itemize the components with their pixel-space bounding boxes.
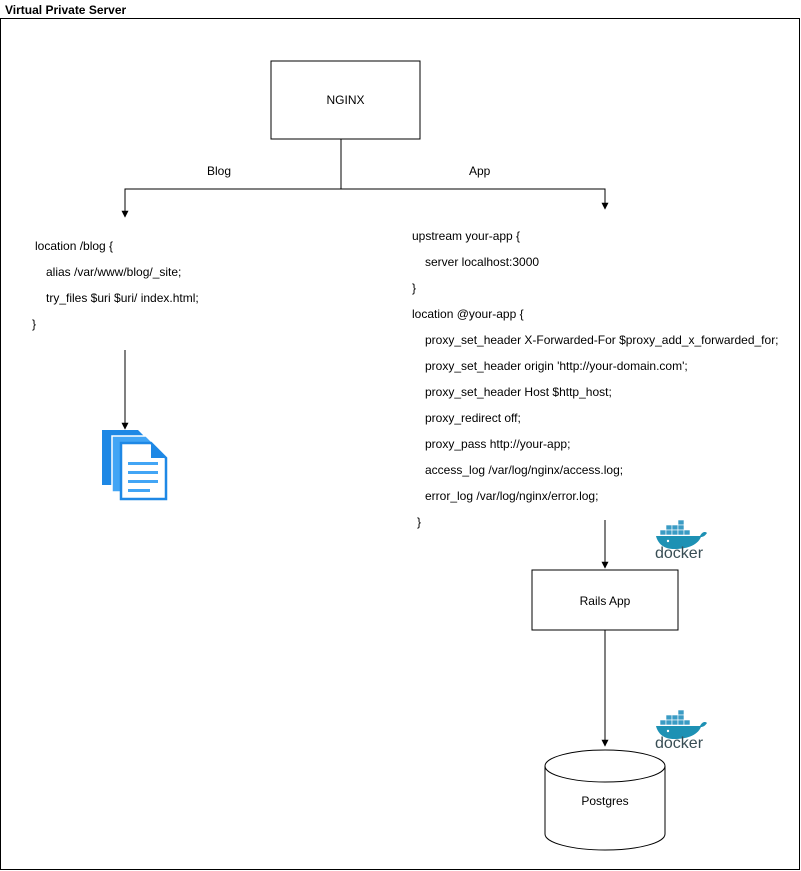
postgres-cylinder[interactable] (544, 749, 666, 851)
config-line: } (412, 281, 417, 295)
config-line: alias /var/www/blog/_site; (46, 265, 182, 279)
rails-app-label: Rails App (579, 594, 631, 608)
config-line: proxy_redirect off; (425, 411, 521, 425)
config-line: proxy_set_header X-Forwarded-For $proxy_… (425, 333, 779, 347)
nginx-label: NGINX (326, 93, 365, 107)
config-line: location /blog { (35, 239, 114, 253)
blog-edge-label: Blog (207, 164, 232, 178)
nginx-box[interactable] (270, 60, 421, 140)
config-line: proxy_set_header Host $http_host; (425, 385, 612, 399)
config-line: proxy_pass http://your-app; (425, 437, 571, 451)
app-edge-label: App (469, 164, 491, 178)
config-line: error_log /var/log/nginx/error.log; (425, 489, 599, 503)
docker-whale-icon (656, 519, 707, 549)
rails-app-box[interactable] (531, 569, 679, 631)
app-connector (341, 188, 609, 210)
config-line: location @your-app { (412, 307, 524, 321)
docker-label: docker (655, 545, 704, 562)
docker-whale-icon (656, 709, 707, 739)
config-line: } (417, 515, 422, 529)
vps-title: Virtual Private Server (5, 3, 127, 17)
config-line: proxy_set_header origin 'http://your-dom… (425, 359, 688, 373)
config-line: } (32, 317, 37, 331)
blog-connector (121, 188, 341, 218)
docker-label: docker (655, 735, 704, 752)
documents-icon (102, 430, 168, 501)
config-line: access_log /var/log/nginx/access.log; (425, 463, 624, 477)
config-line: upstream your-app { (412, 229, 521, 243)
config-line: server localhost:3000 (425, 255, 540, 269)
postgres-label: Postgres (581, 794, 629, 808)
config-line: try_files $uri $uri/ index.html; (46, 291, 199, 305)
